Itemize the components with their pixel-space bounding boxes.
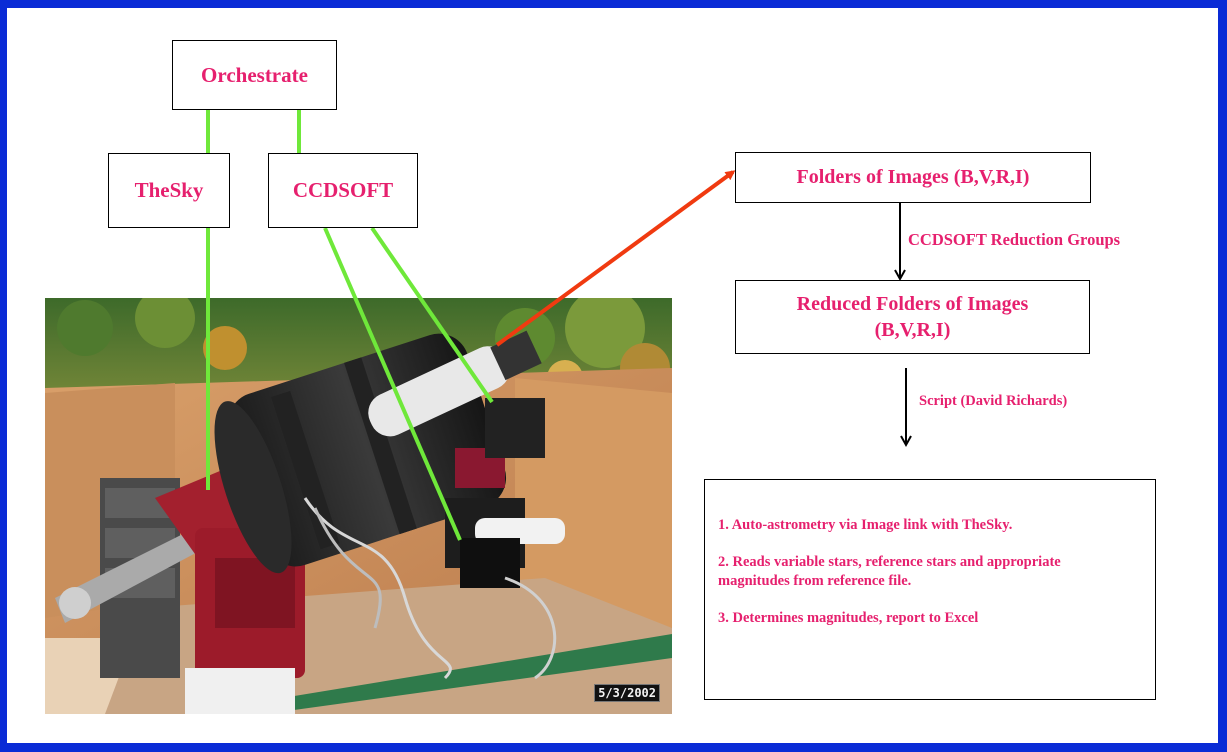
thesky-box: TheSky [108, 153, 230, 228]
telescope-photo: 5/3/2002 [45, 298, 672, 714]
photo-date-stamp: 5/3/2002 [594, 684, 660, 702]
telescope-photo-image [45, 298, 672, 714]
thesky-label: TheSky [134, 178, 204, 202]
orchestrate-box: Orchestrate [172, 40, 337, 110]
folders-images-label: Folders of Images (B,V,R,I) [796, 166, 1030, 188]
note-2: 2. Reads variable stars, reference stars… [718, 554, 1061, 589]
ccdsoft-label: CCDSOFT [292, 178, 394, 202]
reduction-groups-label: CCDSOFT Reduction Groups [908, 230, 1121, 249]
notes-box: 1. Auto-astrometry via Image link with T… [704, 479, 1156, 700]
reduced-folders-box: Reduced Folders of Images (B,V,R,I) [735, 280, 1090, 354]
script-label: Script (David Richards) [919, 393, 1068, 409]
reduced-folders-line1: Reduced Folders of Images [796, 293, 1029, 315]
note-1: 1. Auto-astrometry via Image link with T… [718, 517, 1013, 533]
reduced-folders-line2: (B,V,R,I) [874, 319, 951, 341]
note-3: 3. Determines magnitudes, report to Exce… [718, 610, 979, 626]
folders-images-box: Folders of Images (B,V,R,I) [735, 152, 1091, 203]
ccdsoft-box: CCDSOFT [268, 153, 418, 228]
orchestrate-label: Orchestrate [201, 62, 308, 87]
